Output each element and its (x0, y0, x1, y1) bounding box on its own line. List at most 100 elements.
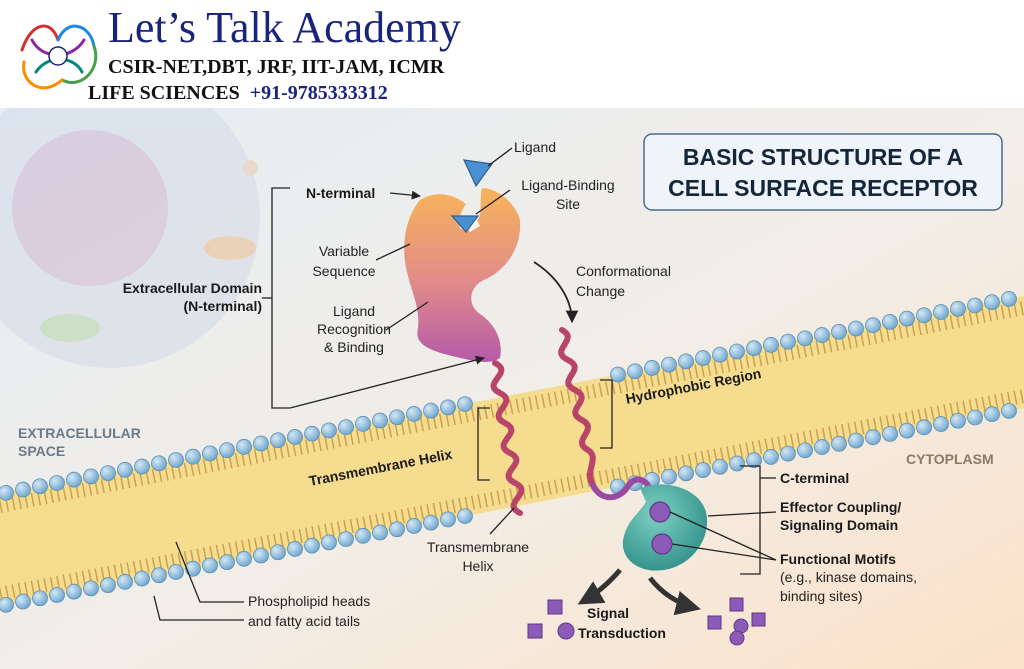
academy-logo-icon (20, 24, 98, 90)
signaling-domain (622, 484, 708, 571)
conformational-arrow-icon (533, 261, 579, 324)
phospholipid-head (66, 583, 82, 600)
ligand-label: Ligand (514, 139, 556, 155)
phospholipid-head (780, 445, 796, 462)
phospholipid-head (916, 419, 932, 436)
phospholipid-head (321, 422, 337, 439)
cytoplasm-label: CYTOPLASM (906, 451, 994, 467)
conformational-change-label-2: Change (576, 283, 625, 299)
phospholipid-head (270, 432, 286, 449)
phospholipid-head (695, 350, 711, 366)
blurred-cell-icon (0, 108, 260, 368)
header-banner: Let’s Talk Academy CSIR-NET,DBT, JRF, II… (0, 0, 1024, 108)
functional-motifs-label-3: binding sites) (780, 588, 863, 604)
phospholipid-label-2: and fatty acid tails (248, 613, 360, 629)
phospholipid-head (100, 465, 116, 482)
phospholipid-head (729, 455, 745, 472)
brand-title: Let’s Talk Academy (108, 3, 461, 52)
phone-number: +91-9785333312 (249, 82, 388, 104)
phospholipid-head (644, 360, 660, 376)
phospholipid-head (950, 412, 966, 429)
extracellular-domain-label-2: (N-terminal) (183, 298, 262, 314)
phospholipid-head (117, 573, 133, 590)
ligand-recognition-label-2: Recognition (317, 321, 391, 337)
phospholipid-head (899, 310, 915, 327)
functional-motif-icon (649, 501, 671, 523)
variable-sequence-label-2: Sequence (312, 263, 375, 279)
phospholipid-head (185, 448, 201, 465)
extracellular-domain-label: Extracellular Domain (123, 280, 262, 296)
variable-sequence-pointer (375, 243, 411, 261)
phospholipid-head (1001, 291, 1017, 307)
signal-molecules (527, 597, 766, 646)
phospholipid-head (338, 531, 354, 547)
phospholipid-head (253, 435, 269, 452)
phospholipid-head (967, 409, 983, 426)
phospholipid-head (236, 550, 252, 567)
phospholipid-head (610, 366, 626, 383)
phospholipid-head (440, 511, 456, 528)
phospholipid-head (202, 557, 218, 574)
phospholipid-head (882, 314, 898, 330)
phospholipid-head (814, 439, 830, 455)
phospholipid-head (627, 363, 643, 380)
phospholipid-head (440, 399, 456, 416)
phospholipid-head (882, 426, 898, 442)
phospholipid-head (457, 508, 473, 524)
phospholipid-head (236, 438, 252, 455)
c-terminal-bracket (740, 465, 761, 575)
ligand-binding-site-label-2: Site (556, 196, 580, 212)
phospholipid-head (661, 468, 677, 485)
phospholipid-head (100, 577, 116, 594)
phospholipid-head (865, 429, 881, 446)
phospholipid-head (338, 419, 354, 435)
phospholipid-head (916, 307, 932, 324)
title-line-1: BASIC STRUCTURE OF A (683, 144, 963, 170)
tm-helix-pointer (489, 507, 515, 535)
ligand-pointer (487, 147, 513, 167)
phospholipid-head (712, 458, 728, 475)
phospholipid-head (32, 478, 48, 495)
phospholipid-head (0, 484, 14, 501)
phospholipid-head (423, 514, 439, 531)
phospholipid-head (219, 442, 235, 459)
phospholipid-head (168, 564, 184, 580)
phospholipid-head (355, 527, 371, 544)
phospholipid-head (49, 475, 65, 491)
phospholipid-head (831, 435, 847, 452)
phospholipid-head (661, 356, 677, 373)
phospholipid-head (933, 416, 949, 432)
title-box (643, 133, 1003, 211)
n-terminal-label: N-terminal (306, 185, 375, 201)
phospholipid-head (372, 524, 388, 541)
n-terminal-pointer (389, 190, 421, 200)
c-terminal-label: C-terminal (780, 470, 849, 486)
effector-domain-label: Effector Coupling/ (780, 499, 901, 515)
ligand-recognition-pointer (385, 301, 429, 331)
phospholipid-head (423, 402, 439, 419)
subject-label: LIFE SCIENCES (88, 82, 240, 104)
phospholipid-head (865, 317, 881, 334)
phospholipid-head (15, 481, 31, 498)
phospholipid-head (134, 458, 150, 475)
phospholipid-head (814, 327, 830, 343)
extracellular-domain (404, 188, 521, 362)
phospholipid-head (15, 593, 31, 610)
ligand-binding-site-label: Ligand-Binding (521, 177, 614, 193)
domain-pointer (289, 355, 485, 409)
phospholipid-head (780, 333, 796, 350)
phospholipid-head (848, 432, 864, 449)
effector-domain-label-2: Signaling Domain (780, 517, 898, 533)
phospholipid-head (185, 560, 201, 577)
phospholipid-head (729, 343, 745, 360)
phospholipid-head (219, 554, 235, 571)
phospholipid-head (695, 462, 711, 478)
motif-pointer-2 (671, 543, 777, 561)
phospholipid-head (763, 449, 779, 465)
phospholipid-head (168, 452, 184, 468)
bound-ligand-icon (450, 215, 480, 233)
phospholipid-head (678, 465, 694, 482)
linker-chain (589, 476, 653, 501)
phospholipid-head (372, 412, 388, 429)
title-line-2: CELL SURFACE RECEPTOR (668, 175, 978, 201)
